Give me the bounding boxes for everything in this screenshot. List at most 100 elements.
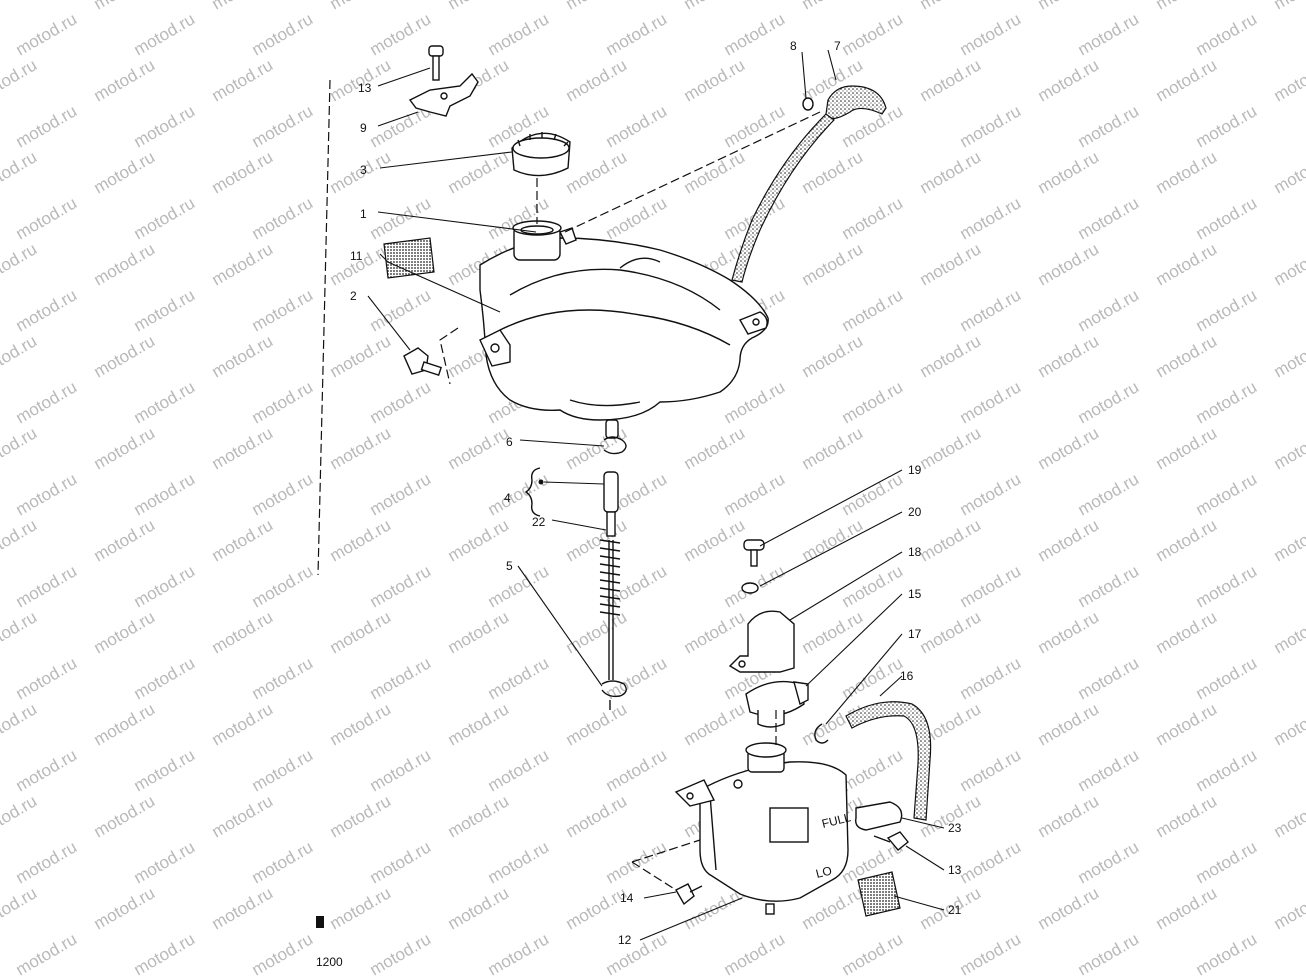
watermark-text: motod.ru	[681, 147, 749, 197]
watermark-text: motod.ru	[209, 699, 277, 749]
watermark-text: motod.ru	[1035, 55, 1103, 105]
callout-22: 22	[532, 515, 546, 529]
watermark-text: motod.ru	[209, 239, 277, 289]
watermark-text: motod.ru	[327, 699, 395, 749]
watermark-text: motod.ru	[445, 699, 513, 749]
watermark-text: motod.ru	[1153, 515, 1221, 565]
hose-fitting	[603, 419, 627, 455]
watermark-text: motod.ru	[445, 0, 513, 13]
watermark-text: motod.ru	[1153, 699, 1221, 749]
watermark-text: motod.ru	[1153, 423, 1221, 473]
watermark-text: motod.ru	[957, 101, 1025, 151]
corner-symbol	[316, 916, 324, 928]
watermark-text: motod.ru	[799, 0, 867, 13]
lower-bolt	[873, 831, 909, 851]
watermark-text: motod.ru	[13, 837, 81, 887]
watermark-text: motod.ru	[799, 423, 867, 473]
watermark-text: motod.ru	[0, 791, 40, 841]
frame-dash-line	[317, 79, 331, 576]
watermark-text: motod.ru	[957, 377, 1025, 427]
watermark-text: motod.ru	[839, 9, 907, 59]
watermark-text: motod.ru	[917, 331, 985, 381]
watermark-text: motod.ru	[209, 423, 277, 473]
watermark-text: motod.ru	[1193, 469, 1261, 519]
watermark-text: motod.ru	[1271, 607, 1306, 657]
watermark-text: motod.ru	[367, 469, 435, 519]
watermark-text: motod.ru	[327, 0, 395, 13]
watermark-text: motod.ru	[1035, 423, 1103, 473]
watermark-text: motod.ru	[839, 929, 907, 979]
hose-clamp-17	[814, 723, 829, 744]
watermark-text: motod.ru	[917, 515, 985, 565]
callout-labels: 13 9 3 1 11 2 8 7 6 4 22 5 19 20 18 15 1…	[350, 39, 962, 947]
watermark-text: motod.ru	[13, 469, 81, 519]
watermark-text: motod.ru	[681, 607, 749, 657]
callout-19: 19	[908, 463, 922, 477]
watermark-text: motod.ru	[249, 377, 317, 427]
watermark-text: motod.ru	[327, 607, 395, 657]
watermark-text: motod.ru	[839, 653, 907, 703]
reservoir-bolt	[743, 539, 765, 567]
watermark-text: motod.ru	[1075, 469, 1143, 519]
watermark-text: motod.ru	[485, 469, 553, 519]
watermark-text: motod.ru	[1271, 423, 1306, 473]
watermark-text: motod.ru	[249, 9, 317, 59]
watermark-text: motod.ru	[1075, 929, 1143, 979]
watermark-text: motod.ru	[1193, 929, 1261, 979]
watermark-text: motod.ru	[13, 377, 81, 427]
watermark-text: motod.ru	[1035, 147, 1103, 197]
watermark-text: motod.ru	[445, 515, 513, 565]
callout-5: 5	[506, 559, 513, 573]
watermark-text: motod.ru	[603, 101, 671, 151]
watermark-text: motod.ru	[209, 55, 277, 105]
watermark-text: motod.ru	[367, 745, 435, 795]
watermark-text: motod.ru	[1035, 607, 1103, 657]
callout-21: 21	[948, 903, 962, 917]
watermark-text: motod.ru	[445, 423, 513, 473]
main-tank	[479, 220, 769, 421]
watermark-text: motod.ru	[91, 699, 159, 749]
watermark-text: motod.ru	[249, 745, 317, 795]
watermark-text: motod.ru	[209, 791, 277, 841]
watermark-text: motod.ru	[367, 561, 435, 611]
watermark-text: motod.ru	[839, 193, 907, 243]
watermark-text: motod.ru	[839, 377, 907, 427]
watermark-text: motod.ru	[131, 285, 199, 335]
watermark-text: motod.ru	[1075, 193, 1143, 243]
watermark-text: motod.ru	[367, 193, 435, 243]
watermark-text: motod.ru	[131, 745, 199, 795]
watermark-text: motod.ru	[917, 607, 985, 657]
watermark-text: motod.ru	[681, 699, 749, 749]
watermark-text: motod.ru	[563, 0, 631, 13]
fuel-filter-assembly	[599, 471, 627, 710]
watermark-text: motod.ru	[1271, 331, 1306, 381]
callout-20: 20	[908, 505, 922, 519]
watermark-text: motod.ru	[1193, 745, 1261, 795]
watermark-text: motod.ru	[485, 929, 553, 979]
full-mark: FULL	[820, 810, 852, 831]
watermark-text: motod.ru	[91, 883, 159, 933]
page-code: 1200	[316, 955, 343, 969]
watermark-text: motod.ru	[485, 561, 553, 611]
watermark-text: motod.ru	[1035, 699, 1103, 749]
callout-12: 12	[618, 933, 632, 947]
watermark-text: motod.ru	[131, 469, 199, 519]
watermark-text: motod.ru	[799, 331, 867, 381]
watermark-text: motod.ru	[1153, 791, 1221, 841]
watermark-text: motod.ru	[1193, 837, 1261, 887]
callout-18: 18	[908, 545, 922, 559]
watermark-text: motod.ru	[917, 239, 985, 289]
watermark-text: motod.ru	[681, 0, 749, 13]
drain-plug	[403, 347, 443, 377]
watermark-text: motod.ru	[1075, 745, 1143, 795]
watermark-text: motod.ru	[681, 515, 749, 565]
watermark-text: motod.ru	[91, 791, 159, 841]
watermark-text: motod.ru	[721, 101, 789, 151]
watermark-text: motod.ru	[681, 423, 749, 473]
watermark-text: motod.ru	[249, 469, 317, 519]
watermark-text: motod.ru	[445, 791, 513, 841]
watermark-text: motod.ru	[721, 377, 789, 427]
watermark-text: motod.ru	[485, 9, 553, 59]
